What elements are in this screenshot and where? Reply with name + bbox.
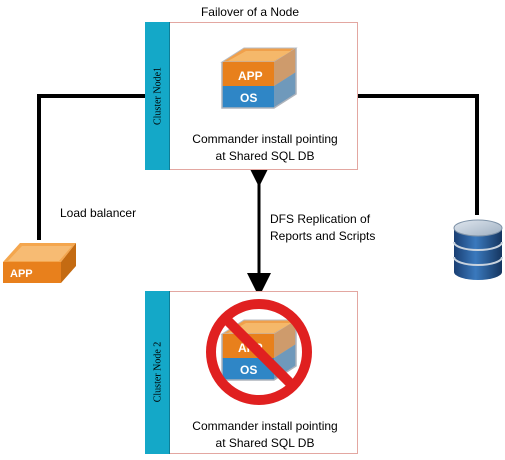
cluster-node-1-label: Cluster Node1 [152, 66, 164, 126]
replication-label: DFS Replication of Reports and Scripts [270, 211, 375, 245]
cluster-node-2-strip [145, 291, 170, 454]
diagram-title: Failover of a Node [200, 5, 300, 19]
node-1-caption: Commander install pointing at Shared SQL… [172, 131, 358, 165]
cluster-node-1-strip [145, 22, 170, 170]
connector-node1-to-database [358, 94, 479, 215]
connector-node1-to-load-balancer [37, 94, 145, 240]
node-1-caption-line2: at Shared SQL DB [215, 149, 315, 163]
replication-label-line1: DFS Replication of [270, 212, 371, 226]
node-1-caption-line1: Commander install pointing [192, 132, 338, 146]
cluster-node-2-label: Cluster Node 2 [152, 341, 164, 403]
node-2-caption: Commander install pointing at Shared SQL… [172, 418, 358, 452]
replication-label-line2: Reports and Scripts [270, 229, 376, 243]
node-2-caption-line2: at Shared SQL DB [215, 436, 315, 450]
load-balancer-label: Load balancer [60, 206, 137, 220]
node-2-caption-line1: Commander install pointing [192, 419, 338, 433]
